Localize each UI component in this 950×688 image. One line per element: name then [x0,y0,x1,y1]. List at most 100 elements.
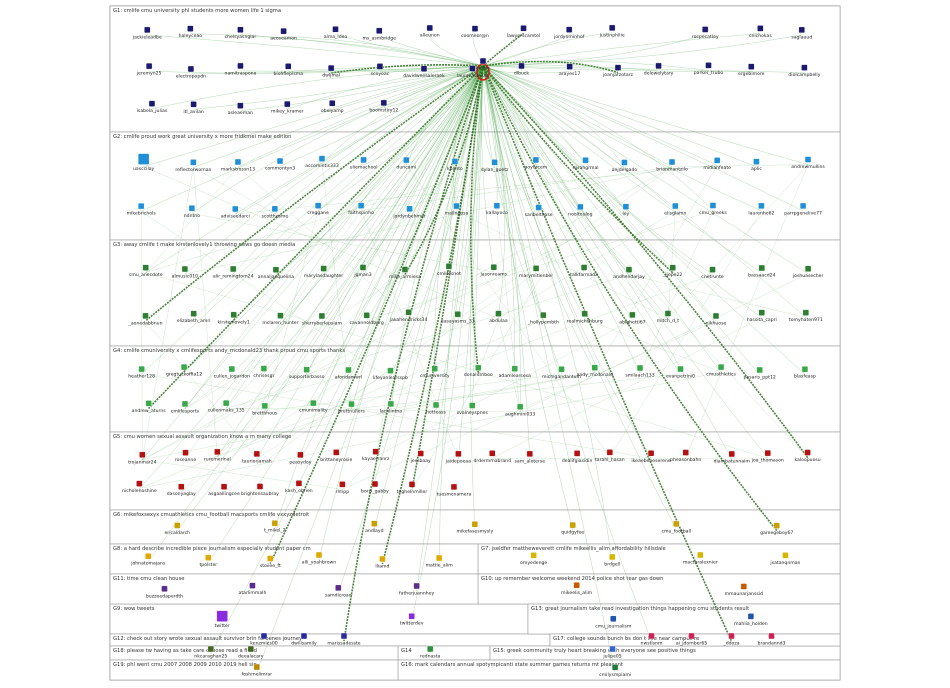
node-ndntno[interactable]: ndntno [184,205,200,219]
node-saglauud[interactable]: saglauud [791,26,812,41]
node-andy-mcdonald[interactable]: andy_mcdonald [577,364,613,379]
node-mikebrichols[interactable]: mikebrichols [127,202,157,217]
node-tomyhaten971[interactable]: tomyhaten971 [789,309,823,324]
node-cnetrunte[interactable]: cnetrunte [701,266,724,281]
node-jakahendricks34[interactable]: jakahendricks34 [389,309,428,323]
node-jessbaay[interactable]: jessbaay [410,450,431,464]
node-mclaren-hunter[interactable]: mclaren_hunter [262,312,299,327]
node-alma-ldea[interactable]: alma_ldea [324,26,348,40]
node-alli-yoahbrown[interactable]: alli_yoahbrown [302,551,336,566]
node-jordynbehmer[interactable]: jordynbehmer [392,205,426,220]
node-laurenho62[interactable]: laurenho62 [748,202,775,217]
node-hotteass[interactable]: hotteass [426,401,447,416]
node-alir-remingtom24[interactable]: alir_remingtom24 [213,265,254,280]
node-sam-aloterse[interactable]: sam_aloterse [515,450,546,465]
node-mactoralexnier[interactable]: mactoralexnier [683,551,718,566]
node--hollypembth[interactable]: _hollypembth [527,311,559,326]
node-afondamwrl[interactable]: afondamwrl [335,366,362,381]
node-kaloopuosu[interactable]: kaloopuosu [794,449,821,464]
node-svalneyspnes[interactable]: svalneyspnes [457,402,489,417]
node-brdgell[interactable]: brdgell [604,553,620,568]
node-diambatunnaim[interactable]: diambatunnaim [714,450,751,465]
node-jgman3[interactable]: jgman3 [353,264,372,278]
node-annaljacquelina[interactable]: annaljacquelina [258,266,294,281]
node-faithspinho[interactable]: faithspinho [348,202,374,217]
node-lifeyanlearsspb[interactable]: lifeyanlearsspb [373,367,408,382]
node-ruremerinal[interactable]: ruremerinal [204,448,231,463]
node-pasaris-ppt12[interactable]: pasaris_ppt12 [744,366,776,381]
node-chrisesgr[interactable]: chrisesgr [253,365,274,380]
node-kirstenlovely1[interactable]: kirstenlovely1 [218,311,250,326]
node-jackieleadbe[interactable]: jackieleadbe [132,26,162,41]
node-asleaeman[interactable]: asleaeman [228,102,253,117]
node-blasfeasp[interactable]: blasfeasp [794,366,816,380]
node-tuesmcnamera[interactable]: tuesmcnamera [437,483,472,498]
node-sarahgrmal[interactable]: sarahgrmal [572,157,599,171]
node-lauracasey00[interactable]: lauracasey00 [457,65,488,80]
node-asgaallingcee[interactable]: asgaallingcee [208,483,240,498]
node-bretthhous[interactable]: bretthhous [252,402,278,417]
node-joa-thomason[interactable]: joa_thomason [751,449,784,464]
node-sanbelthase[interactable]: sanbelthase [525,204,553,218]
node-namitraspona[interactable]: namitraspona [225,62,257,77]
node--aonedabbnun[interactable]: _aonedabbnun [128,312,163,327]
node-dwilisamily[interactable]: dwilisamily [291,632,317,647]
node-easayasms-33[interactable]: easayasms_33 [441,311,475,325]
node-mitch-d-t[interactable]: mitch_d_t [657,310,679,324]
node-evanpetrini0[interactable]: evanpetrini0 [666,365,695,380]
node-midianfeate[interactable]: midianfeate [703,157,731,171]
node-andrew-aturns[interactable]: andrew_aturns [132,400,167,414]
node-cmu-anecdote[interactable]: cmu_anecdote [129,264,163,279]
node-johnatomajans[interactable]: johnatomajans [130,553,166,567]
node--ddoza[interactable]: _ddoza [722,632,740,647]
node-smilaach133[interactable]: smilaach133 [625,364,655,379]
node-heather128[interactable]: heather128 [128,365,155,380]
node-kenzmies00[interactable]: kenzmies00 [250,632,278,647]
node-reflectorwoman[interactable]: reflectorwoman [175,159,212,173]
node-ms-asmbridge[interactable]: ms_asmbridge [362,27,396,42]
node-parrpgenelive77[interactable]: parrpgenelive77 [784,202,822,217]
node-mikeelis-alim[interactable]: mikeelis_alim [561,582,593,596]
node-mike-armiesa[interactable]: mike_armiesa [389,266,421,281]
node-andrewmullins[interactable]: andrewmullins [791,156,825,171]
node-samdicroan[interactable]: samdicroan [325,584,352,599]
node-fatherjuannhey[interactable]: fatherjuannhey [399,582,434,597]
node-accomintis333[interactable]: accomintis333 [305,155,339,170]
node-markstrossn13[interactable]: markstrossn13 [221,158,255,173]
node-jaidepoeaa[interactable]: jaidepoeaa [445,450,471,465]
node-brittaneyrosie[interactable]: brittaneyrosie [320,449,352,463]
node-julipe05[interactable]: julipe05 [602,645,622,660]
node-arayes17[interactable]: arayes17 [559,63,580,77]
node-diolcampbelly[interactable]: diolcampbelly [788,64,821,79]
node-kallayoco[interactable]: kallayoco [486,202,508,217]
node-supporterbasso[interactable]: supporterbasso [289,366,325,381]
node-obelyamp[interactable]: obelyamp [321,100,344,114]
node-boris-gabby[interactable]: boris_gabby [361,480,389,495]
node-mallnepsa[interactable]: mallnepsa [445,202,469,217]
node-cavannoldburg[interactable]: cavannoldburg [350,312,384,326]
node-jasonreams[interactable]: jasonreams [480,264,508,278]
node-cmlife[interactable]: cmlife [476,57,490,72]
node-dlbuck[interactable]: dlbuck [514,62,530,77]
node-drdermmabrand[interactable]: drdermmabrand [474,450,512,464]
node-brandannd3[interactable]: brandannd3 [758,632,786,647]
node-buzzeedaperdth[interactable]: buzzeedaperdth [146,585,183,600]
node-nikhuose[interactable]: nikhuose [706,312,727,327]
node-cullenmaks-135[interactable]: cullenmaks_135 [208,399,245,414]
node-cmunimality[interactable]: cmunimality [299,399,328,414]
node-ikeaebeneserene[interactable]: ikeaebeneserene [631,450,671,464]
node-cmuniversity[interactable]: cmuniversity [420,365,450,380]
node-commontyn3[interactable]: commontyn3 [265,157,295,172]
node-cmlifesports[interactable]: cmlifesports [171,400,200,415]
node-marylasdaughter[interactable]: marylasdaughter [304,265,343,280]
node-uliemachool[interactable]: uliemachool [350,156,378,171]
node-tauriorjamah[interactable]: tauriorjamah [242,450,272,465]
node-haleyceao[interactable]: haleyceao [179,25,203,39]
node--jjepe22[interactable]: _jjepe22 [662,264,682,279]
node-hassita-capri[interactable]: hassita_capri [747,309,777,324]
node-dwljmal[interactable]: dwljmal [322,64,340,79]
node-gregtuckoffia12[interactable]: gregtuckoffia12 [166,363,202,378]
node-electropopdn[interactable]: electropopdn [176,65,206,80]
node-andhendarjay[interactable]: andhendarjay [613,266,645,281]
node-donaldrnboo[interactable]: donaldrnboo [464,364,493,379]
